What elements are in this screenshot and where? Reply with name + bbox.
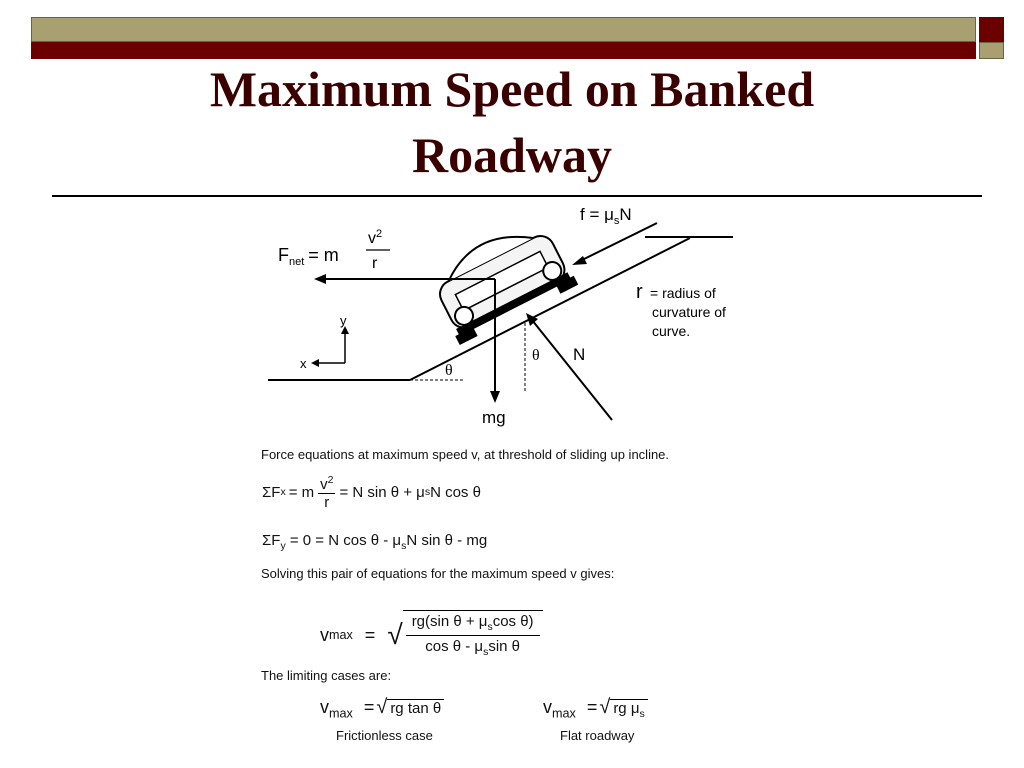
limiting-text: The limiting cases are: [261, 668, 392, 683]
header-bar-olive [31, 17, 976, 42]
header-bar-maroon [31, 42, 976, 59]
title-rule [52, 195, 982, 197]
friction-label: f = μsN [580, 205, 632, 227]
axis-x-label: x [300, 356, 307, 371]
friction-arrow [579, 222, 658, 262]
sqrt-symbol: √ [387, 619, 403, 650]
frictionless-equation: vmax =√rg tan θ [320, 696, 445, 721]
axis-y-label: y [340, 313, 347, 328]
radius-r: r [636, 281, 643, 303]
solving-text: Solving this pair of equations for the m… [261, 566, 615, 581]
theta-ground-label: θ [445, 362, 453, 379]
slide-title-line1: Maximum Speed on Banked [209, 61, 815, 117]
weight-label: mg [482, 408, 506, 427]
banked-road-diagram: f = μsN Fnet= m v2 r r = radius of curva… [268, 205, 733, 427]
flat-label: Flat roadway [560, 728, 635, 743]
slide-title: Maximum Speed on Banked Roadway [60, 56, 964, 188]
mg-arrowhead [490, 391, 500, 403]
car-icon [439, 235, 579, 346]
frictionless-label: Frictionless case [336, 728, 433, 743]
normal-label: N [573, 345, 585, 364]
incline-line [409, 237, 691, 381]
flat-equation: vmax =√rg μs [543, 696, 648, 721]
sum-fy-equation: ΣFy = 0 = N cos θ - μsN sin θ - mg [262, 532, 488, 552]
fnet-label: Fnet= m [278, 245, 339, 268]
fnet-r: r [372, 255, 378, 272]
fnet-v2: v2 [368, 228, 382, 247]
sum-fx-fraction: v2 r [318, 473, 336, 511]
radius-line2: curvature of [652, 304, 726, 320]
theta-vertical-label: θ [532, 347, 540, 364]
header-square-olive [979, 42, 1004, 59]
radius-line1: = radius of [650, 285, 716, 301]
slide-title-line2: Roadway [411, 127, 613, 183]
fnet-arrowhead [314, 274, 326, 284]
normal-arrow [531, 319, 613, 421]
radius-line3: curve. [652, 323, 690, 339]
force-intro-text: Force equations at maximum speed v, at t… [261, 447, 670, 462]
friction-arrowhead [572, 256, 587, 265]
header-square-maroon [979, 17, 1004, 42]
normal-arrowhead [526, 313, 538, 326]
